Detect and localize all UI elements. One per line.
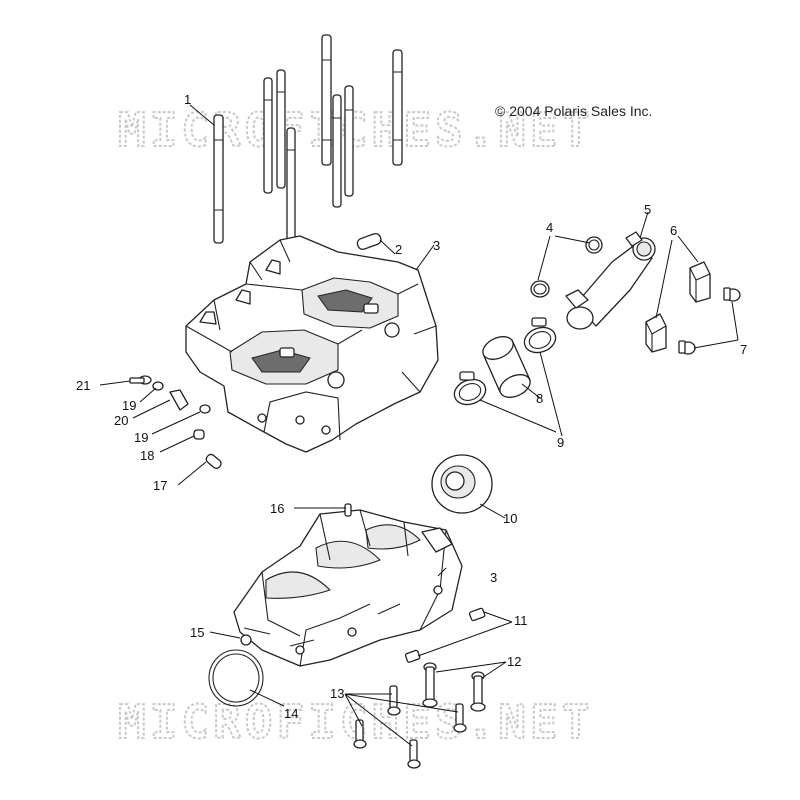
dowel-pin-2 [356,232,382,250]
callout-19-a: 19 [122,398,136,413]
callout-9: 9 [557,435,564,450]
brackets-6 [645,261,711,353]
callout-6: 6 [670,223,677,238]
callout-8: 8 [536,391,543,406]
o-rings-4 [530,236,603,298]
callout-19-b: 19 [134,430,148,445]
watermark-top: MICROFICHES.NET [118,103,593,157]
callout-5: 5 [644,202,651,217]
callout-3-upper: 3 [433,238,440,253]
callout-12: 12 [507,654,521,669]
watermark-bottom: MICROFICHES.NET [118,695,593,749]
plugs-11 [404,607,486,663]
callout-16: 16 [270,501,284,516]
callout-13: 13 [330,686,344,701]
copyright-text: © 2004 Polaris Sales Inc. [495,103,652,119]
callout-20: 20 [114,413,128,428]
callout-10: 10 [503,511,517,526]
leader-lines [99,104,739,747]
pin-16 [344,503,352,517]
bolt-21 [129,375,152,385]
callout-labels: 1 2 3 3 4 5 6 7 8 9 10 11 12 13 14 15 16… [76,92,747,721]
coolant-elbow-5 [565,231,656,330]
crankcase-lower [233,509,463,667]
callout-4: 4 [546,220,553,235]
dowel-17 [205,453,222,469]
crankcase-upper [185,235,439,453]
callout-1: 1 [184,92,191,107]
retaining-ring-14 [208,649,264,707]
hose-8 [482,336,531,398]
callout-18: 18 [140,448,154,463]
oil-seal-10 [431,454,493,514]
callout-2: 2 [395,242,402,257]
hose-clamps-9 [453,317,557,406]
callout-7: 7 [740,342,747,357]
callout-21: 21 [76,378,90,393]
callout-3-lower: 3 [490,570,497,585]
callout-15: 15 [190,625,204,640]
bolts-12 [422,662,486,712]
cylinder-studs [213,34,403,244]
callout-14: 14 [284,706,298,721]
callout-11: 11 [514,613,528,628]
bolts-7 [678,287,741,355]
pin-18 [193,429,205,440]
callout-17: 17 [153,478,167,493]
bracket-20 [169,389,189,411]
